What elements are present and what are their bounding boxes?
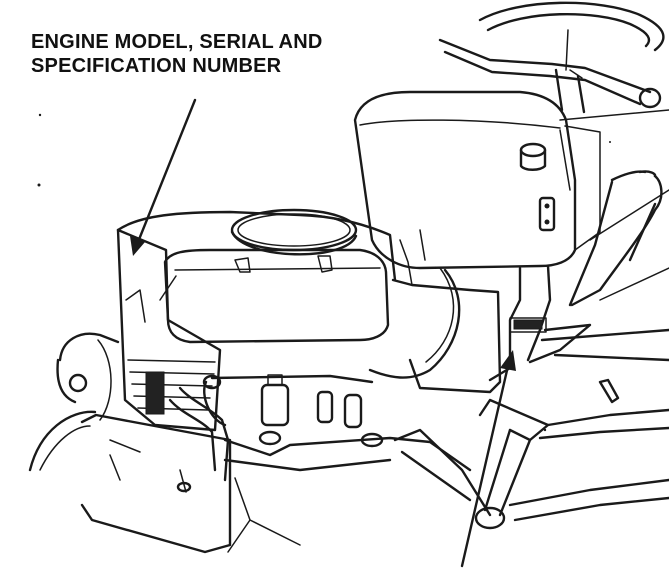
chassis-frame (223, 430, 472, 553)
rear-body (540, 109, 669, 362)
hood-side-panel (391, 229, 502, 394)
carburetor (202, 374, 363, 429)
pedal-assembly (393, 378, 669, 530)
exhaust-pipe (168, 386, 230, 482)
leader-arrow-lower-right (460, 350, 516, 568)
callout-line-2: SPECIFICATION NUMBER (31, 55, 282, 77)
engine-number-callout: ENGINE MODEL, SERIAL AND SPECIFICATION N… (31, 30, 323, 78)
front-grille (28, 410, 232, 554)
valve-cover (159, 248, 390, 344)
leader-arrow-engine-label (130, 98, 197, 256)
fuel-line (210, 267, 461, 384)
steering-wheel (438, 1, 665, 114)
callout-line-1: ENGINE MODEL, SERIAL AND (31, 31, 323, 53)
fuel-tank (353, 90, 601, 270)
shift-lever (568, 170, 663, 307)
air-cleaner (56, 332, 120, 421)
print-specks (37, 113, 611, 432)
cooling-fins (127, 359, 216, 415)
